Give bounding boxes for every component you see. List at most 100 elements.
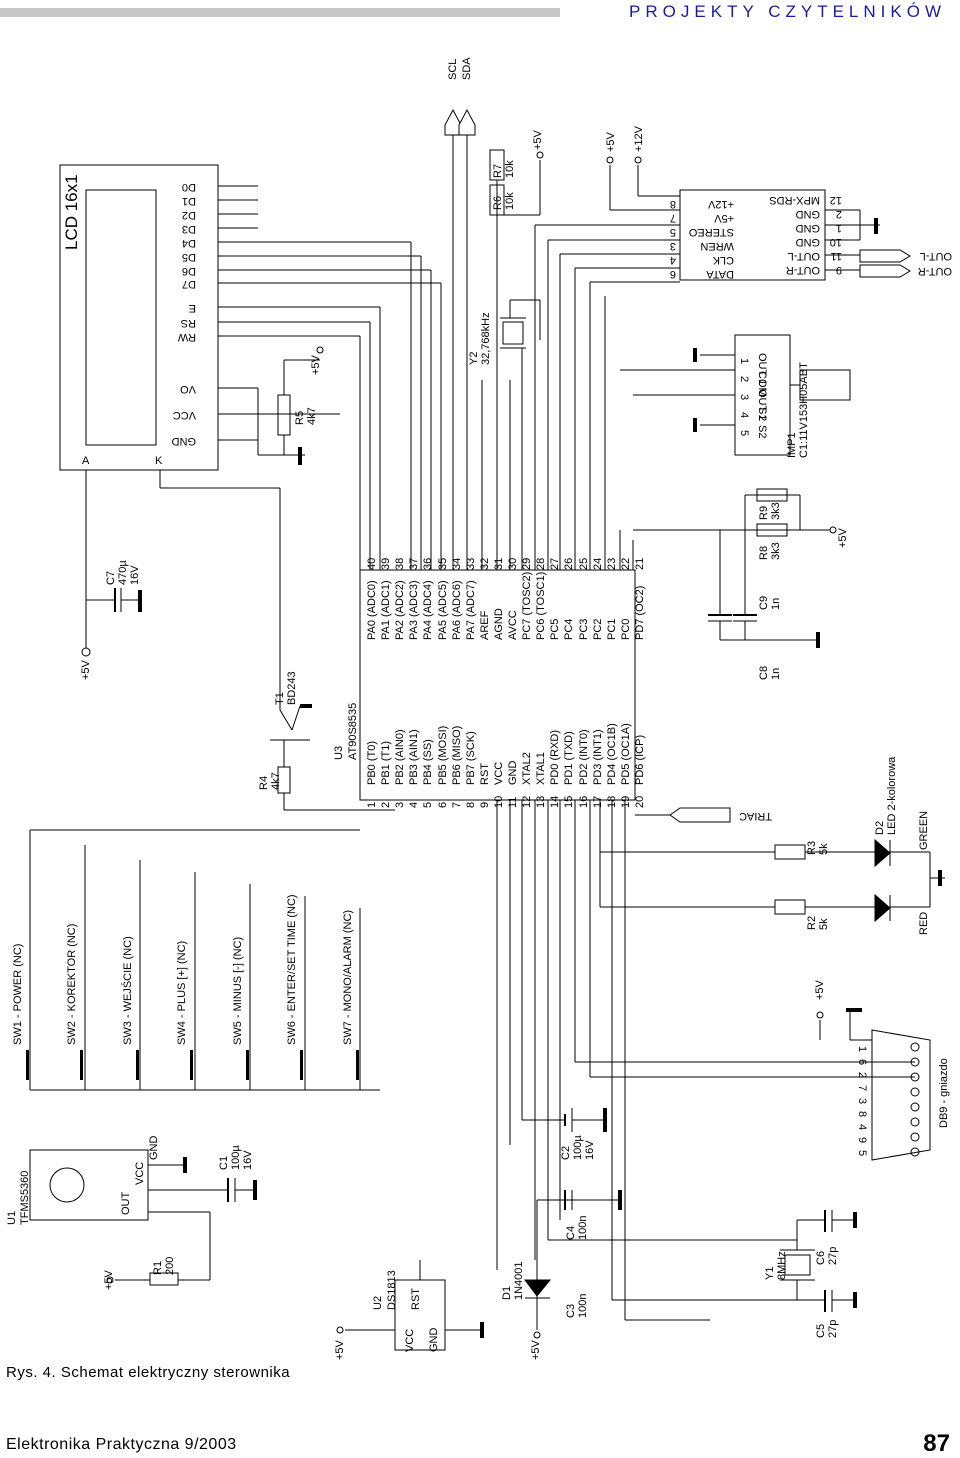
mcu-pin-37-label: PA3 (ADC3) bbox=[408, 580, 421, 640]
switch-1 bbox=[26, 1050, 37, 1080]
mcu-ref: U3 bbox=[333, 745, 345, 760]
lcd-pin-e: E bbox=[188, 302, 196, 314]
lcd-pin-d3: D3 bbox=[181, 223, 196, 235]
mcu-pin-5-label: PB4 (SS) bbox=[422, 739, 435, 785]
mcu-pin-16-num: 16 bbox=[577, 795, 590, 808]
mcu-pin-20-num: 20 bbox=[633, 795, 646, 808]
mcu-pin-34-num: 34 bbox=[450, 557, 463, 570]
component-c8-line-1: 1n bbox=[770, 667, 782, 680]
mcu-pin-40-num: 40 bbox=[366, 557, 378, 570]
component-r9-line-1: 3k3 bbox=[770, 502, 782, 520]
switch-6-label: SW6 - ENTER/SET TIME (NC) bbox=[286, 894, 298, 1045]
tuner-pin-1-num: 1 bbox=[835, 222, 842, 234]
mcu-pin-4-label: PB3 (AIN1) bbox=[408, 729, 421, 785]
db9-pin-2: 2 bbox=[856, 1072, 868, 1079]
mcu-pin-32-num: 32 bbox=[478, 557, 491, 570]
figure-caption: Rys. 4. Schemat elektryczny sterownika bbox=[6, 1364, 291, 1381]
mcu-pin-10-label: VCC bbox=[492, 761, 505, 785]
mcu-pin-7-num: 7 bbox=[450, 801, 463, 808]
component-c8-line-0: C8 bbox=[758, 665, 770, 680]
mcu-pin-30-label: AVCC bbox=[507, 610, 519, 640]
switch-2-label: SW2 - KOREKTOR (NC) bbox=[66, 923, 78, 1045]
tuner-5v-label: +5V bbox=[605, 132, 617, 152]
lcd-pin-d1: D1 bbox=[181, 195, 196, 207]
imp-pin-4-num: 4 bbox=[738, 412, 750, 419]
component-r5-line-0: R5 bbox=[294, 410, 306, 425]
ir-pin-3-label: GND bbox=[148, 1135, 160, 1160]
tuner-pin-2-num: 2 bbox=[835, 208, 842, 220]
mcu-pin-36-num: 36 bbox=[422, 557, 435, 570]
mcu-pin-4-num: 4 bbox=[408, 801, 421, 808]
tuner-12v-label: +12V bbox=[633, 126, 645, 152]
lcd-pin-rs: RS bbox=[180, 317, 196, 329]
switch-7-label: SW7 - MONO/ALARM (NC) bbox=[342, 909, 354, 1045]
mcu-pin-24-num: 24 bbox=[591, 557, 604, 570]
tuner-pin-4-label: CLK bbox=[712, 254, 734, 266]
component-c6-line-1: 27p bbox=[827, 1246, 839, 1265]
mcu-pin-40-label: PA0 (ADC0) bbox=[366, 580, 378, 640]
tuner-pin-12-label: MPX-RDS bbox=[769, 194, 820, 206]
lcd-backlight-k: K bbox=[155, 455, 163, 467]
tuner-pin-3-label: WREN bbox=[700, 240, 734, 252]
reset-pin-rst: RST bbox=[410, 1288, 422, 1310]
tuner-module bbox=[679, 189, 826, 281]
component-r2-line-1: 5k bbox=[818, 918, 830, 930]
db9-pin-5: 5 bbox=[856, 1150, 868, 1157]
power-5v-lcd-label: +5V bbox=[310, 355, 322, 375]
component-c2-line-1: 100µ bbox=[572, 1135, 584, 1160]
mcu-pin-7-label: PB6 (MISO) bbox=[450, 725, 463, 785]
mcu-pin-30-num: 30 bbox=[507, 557, 519, 570]
lcd-pin-d6: D6 bbox=[181, 265, 196, 277]
imp-pin-1-num: 1 bbox=[738, 358, 750, 365]
bus-scl-label: SCL bbox=[447, 58, 459, 80]
tuner-pin-11-label: OUT-L bbox=[787, 250, 820, 262]
component-r6-line-1: 10k bbox=[504, 192, 516, 210]
component-r3-line-0: R3 bbox=[806, 840, 818, 855]
component-c7-line-0: C7 bbox=[105, 570, 117, 585]
component-r3-line-1: 5k bbox=[818, 843, 830, 855]
lcd-pin-gnd: GND bbox=[171, 435, 196, 447]
power-5v-c7-label: +5V bbox=[80, 660, 92, 680]
tuner-pin-8-label: +12V bbox=[708, 198, 734, 210]
mcu-pin-8-num: 8 bbox=[464, 801, 477, 808]
component-c2-line-0: C2 bbox=[560, 1145, 572, 1160]
mcu-pin-9-label: RST bbox=[478, 763, 491, 785]
db9-pin-4: 4 bbox=[856, 1124, 868, 1131]
ir-pin-2-label: VCC bbox=[134, 1161, 146, 1185]
component-c9-line-1: 1n bbox=[770, 597, 782, 610]
component-c5-line-0: C5 bbox=[815, 1323, 827, 1338]
tuner-pin-5-label: STEREO bbox=[688, 226, 734, 238]
imp-pin-5-num: 5 bbox=[738, 430, 750, 437]
switches-lines bbox=[29, 829, 380, 1091]
mcu-pin-37-num: 37 bbox=[408, 557, 421, 570]
reset-pin-vcc: VCC bbox=[404, 1328, 416, 1352]
mcu-pin-22-num: 22 bbox=[619, 557, 632, 570]
switch-6 bbox=[300, 1050, 311, 1080]
tuner-pin-4-num: 4 bbox=[669, 254, 676, 266]
switch-4-label: SW4 - PLUS [+] (NC) bbox=[176, 940, 188, 1045]
lcd-pin-d4: D4 bbox=[181, 237, 196, 249]
component-c5-line-1: 27p bbox=[827, 1319, 839, 1338]
component-r1-line-0: R1 bbox=[152, 1260, 164, 1275]
component-y2-line-1: 32,768kHz bbox=[480, 312, 492, 365]
mcu-pin-29-num: 29 bbox=[521, 557, 534, 570]
mcu-pin-18-num: 18 bbox=[605, 795, 618, 808]
footer-page-number: 87 bbox=[923, 1430, 950, 1457]
db9-pin-6: 6 bbox=[856, 1059, 868, 1066]
component-r5-line-1: 4k7 bbox=[306, 407, 318, 425]
triac-label: TRIAC bbox=[739, 810, 772, 822]
lcd-title: LCD 16x1 bbox=[62, 174, 81, 250]
component-r7-line-1: 10k bbox=[504, 160, 516, 178]
switch-4 bbox=[190, 1050, 201, 1080]
component-r8-line-1: 3k3 bbox=[770, 542, 782, 560]
component-d2-line-0: D2 bbox=[874, 820, 886, 835]
component-c4-line-1: 100n bbox=[577, 1215, 589, 1240]
component-c4-line-0: C4 bbox=[565, 1225, 577, 1240]
mcu-pin-28-label: PC6 (TOSC1) bbox=[535, 571, 548, 640]
tuner-pin-12-num: 12 bbox=[829, 194, 842, 206]
tuner-pin-6-num: 6 bbox=[669, 268, 676, 280]
lcd-backlight-a: A bbox=[82, 455, 90, 467]
led-green-label: GREEN bbox=[918, 810, 930, 850]
mcu-pin-17-label: PD3 (INT1) bbox=[591, 729, 604, 785]
mcu-pin-35-label: PA5 (ADC5) bbox=[436, 580, 449, 640]
